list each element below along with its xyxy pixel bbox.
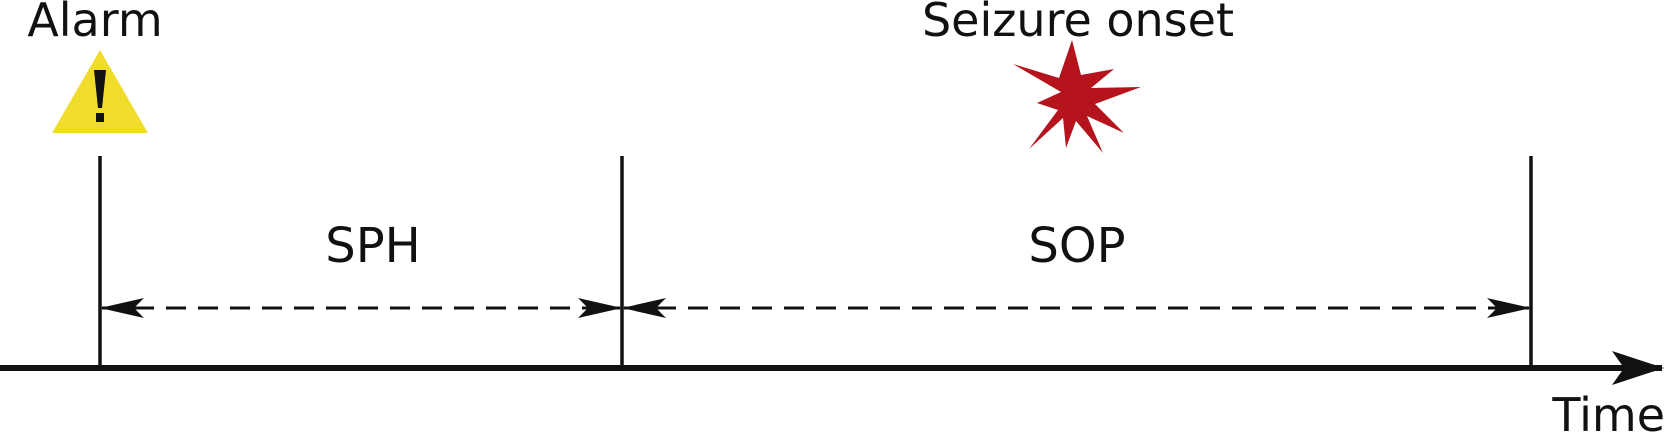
sop-label: SOP <box>1028 218 1125 274</box>
alarm-label: Alarm <box>27 0 162 47</box>
seizure-onset-label: Seizure onset <box>922 0 1234 47</box>
time-axis-label: Time <box>1551 388 1665 434</box>
sph-label: SPH <box>325 218 421 274</box>
starburst-icon <box>1013 40 1141 153</box>
warning-triangle-icon <box>52 50 148 133</box>
